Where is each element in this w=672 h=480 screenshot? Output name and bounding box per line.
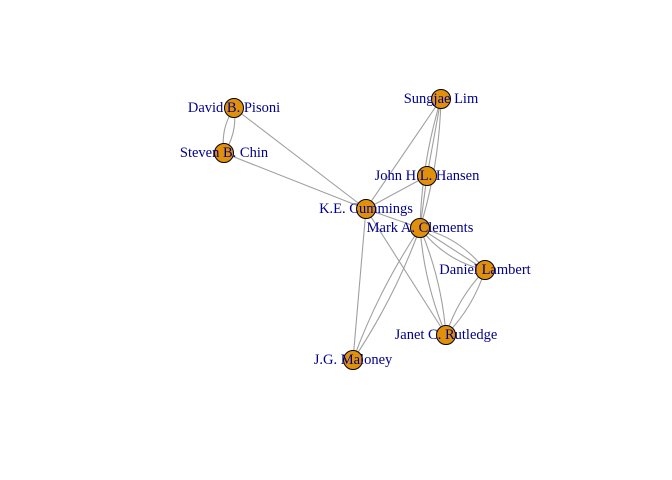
node-maloney <box>343 350 363 370</box>
edge-cummings-rutledge <box>365 208 447 336</box>
edge-cummings-maloney <box>352 208 367 361</box>
node-pisoni <box>224 98 244 118</box>
node-label-pisoni: David B. Pisoni <box>188 100 280 116</box>
node-label-clements: Mark A. Clements <box>367 220 474 236</box>
node-label-rutledge: Janet C. Rutledge <box>395 327 498 343</box>
node-layer <box>214 89 495 370</box>
edge-clements-rutledge <box>419 227 447 336</box>
node-label-maloney: J.G. Maloney <box>314 352 393 368</box>
node-label-cummings: K.E. Cummings <box>319 201 413 217</box>
edge-pisoni-cummings <box>233 107 367 210</box>
node-label-lambert: Daniel Lambert <box>439 262 530 278</box>
node-lim <box>431 89 451 109</box>
node-lambert <box>475 260 495 280</box>
node-label-lim: Sungjae Lim <box>404 91 479 107</box>
edge-lim-clements <box>419 98 442 229</box>
node-clements <box>410 218 430 238</box>
edge-lambert-rutledge <box>445 269 486 336</box>
edge-lambert-rutledge <box>445 269 486 336</box>
edge-chin-cummings <box>223 152 367 210</box>
edge-clements-maloney <box>352 227 421 361</box>
edge-lim-cummings <box>365 98 442 210</box>
edge-clements-rutledge <box>419 227 447 336</box>
node-hansen <box>417 166 437 186</box>
edge-clements-maloney <box>352 227 421 361</box>
edge-lim-clements <box>419 98 442 229</box>
node-label-hansen: John H.L. Hansen <box>375 168 480 184</box>
node-cummings <box>356 199 376 219</box>
node-label-chin: Steven B. Chin <box>180 145 269 161</box>
node-rutledge <box>436 325 456 345</box>
node-chin <box>214 143 234 163</box>
